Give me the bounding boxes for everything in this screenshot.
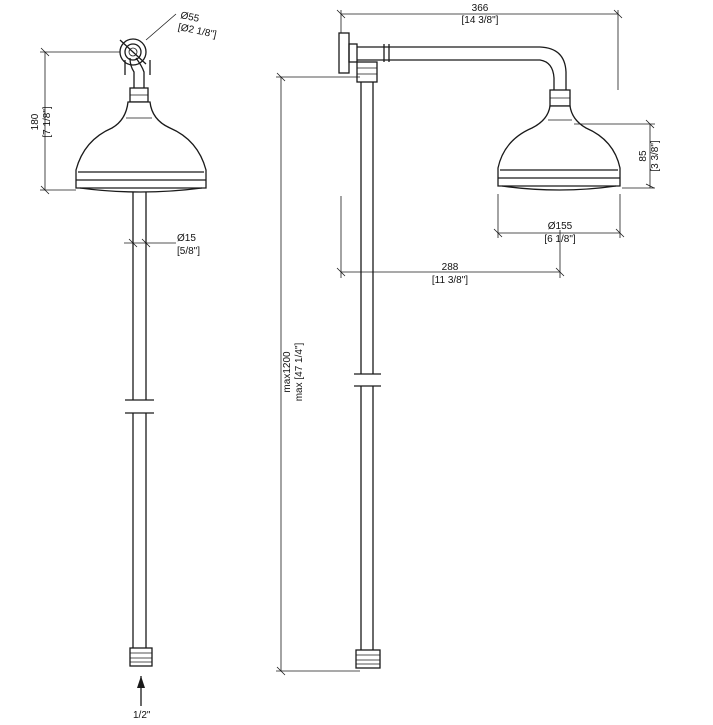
inlet-arrow [137,676,145,706]
front-shower-head [75,101,207,193]
dim-head-height-front [40,47,120,195]
front-wall-flange [119,38,147,66]
dim-arm-width [336,9,623,90]
dim-max-height [276,72,360,676]
front-view [40,13,207,706]
head-height-front-inch: [7 1/8"] [42,106,53,138]
pipe-diameter-inch: [5/8"] [177,246,200,257]
front-inlet-fitting [129,647,153,667]
side-shower-arm [357,44,567,90]
inlet-size-label: 1/2" [133,710,151,721]
head-height-front-label: 180 [7 1/8"] [30,106,53,138]
dim-head-depth [574,119,655,189]
max-height-inch: max [47 1/4"] [294,342,305,401]
max-height-mm: max1200 [282,351,293,393]
arm-width-mm: 366 [472,3,489,14]
arm-width-inch: [14 3/8"] [462,15,499,26]
side-wall-plate [338,32,358,74]
dim-head-diameter [493,194,625,238]
side-shower-head [497,105,621,191]
flange-diameter-inch: [Ø2 1/8"] [177,22,218,41]
flange-diameter-mm: Ø55 [179,10,200,25]
dim-flange-diameter [145,13,177,41]
head-diameter-mm: Ø155 [548,221,573,232]
front-riser-pipe [125,192,154,648]
side-tee-fitting [356,61,378,83]
side-head-connector [549,89,571,107]
dim-arm-projection [336,196,565,278]
arm-projection-inch: [11 3/8"] [432,275,468,286]
head-depth-mm: 85 [638,150,649,162]
head-depth-inch: [3 3/8"] [650,140,661,172]
side-view [276,9,655,676]
max-height-label: max1200 max [47 1/4"] [282,342,305,401]
pipe-diameter-mm: Ø15 [177,233,196,244]
head-diameter-inch: [6 1/8"] [544,234,576,245]
head-depth-label: 85 [3 3/8"] [638,140,661,172]
dim-pipe-diameter [124,238,176,248]
flange-diameter-label: Ø55 [Ø2 1/8"] [177,10,218,41]
arm-projection-mm: 288 [442,262,459,273]
side-inlet-fitting [355,649,381,669]
side-riser-pipe [354,82,381,650]
head-height-front-mm: 180 [30,113,41,130]
